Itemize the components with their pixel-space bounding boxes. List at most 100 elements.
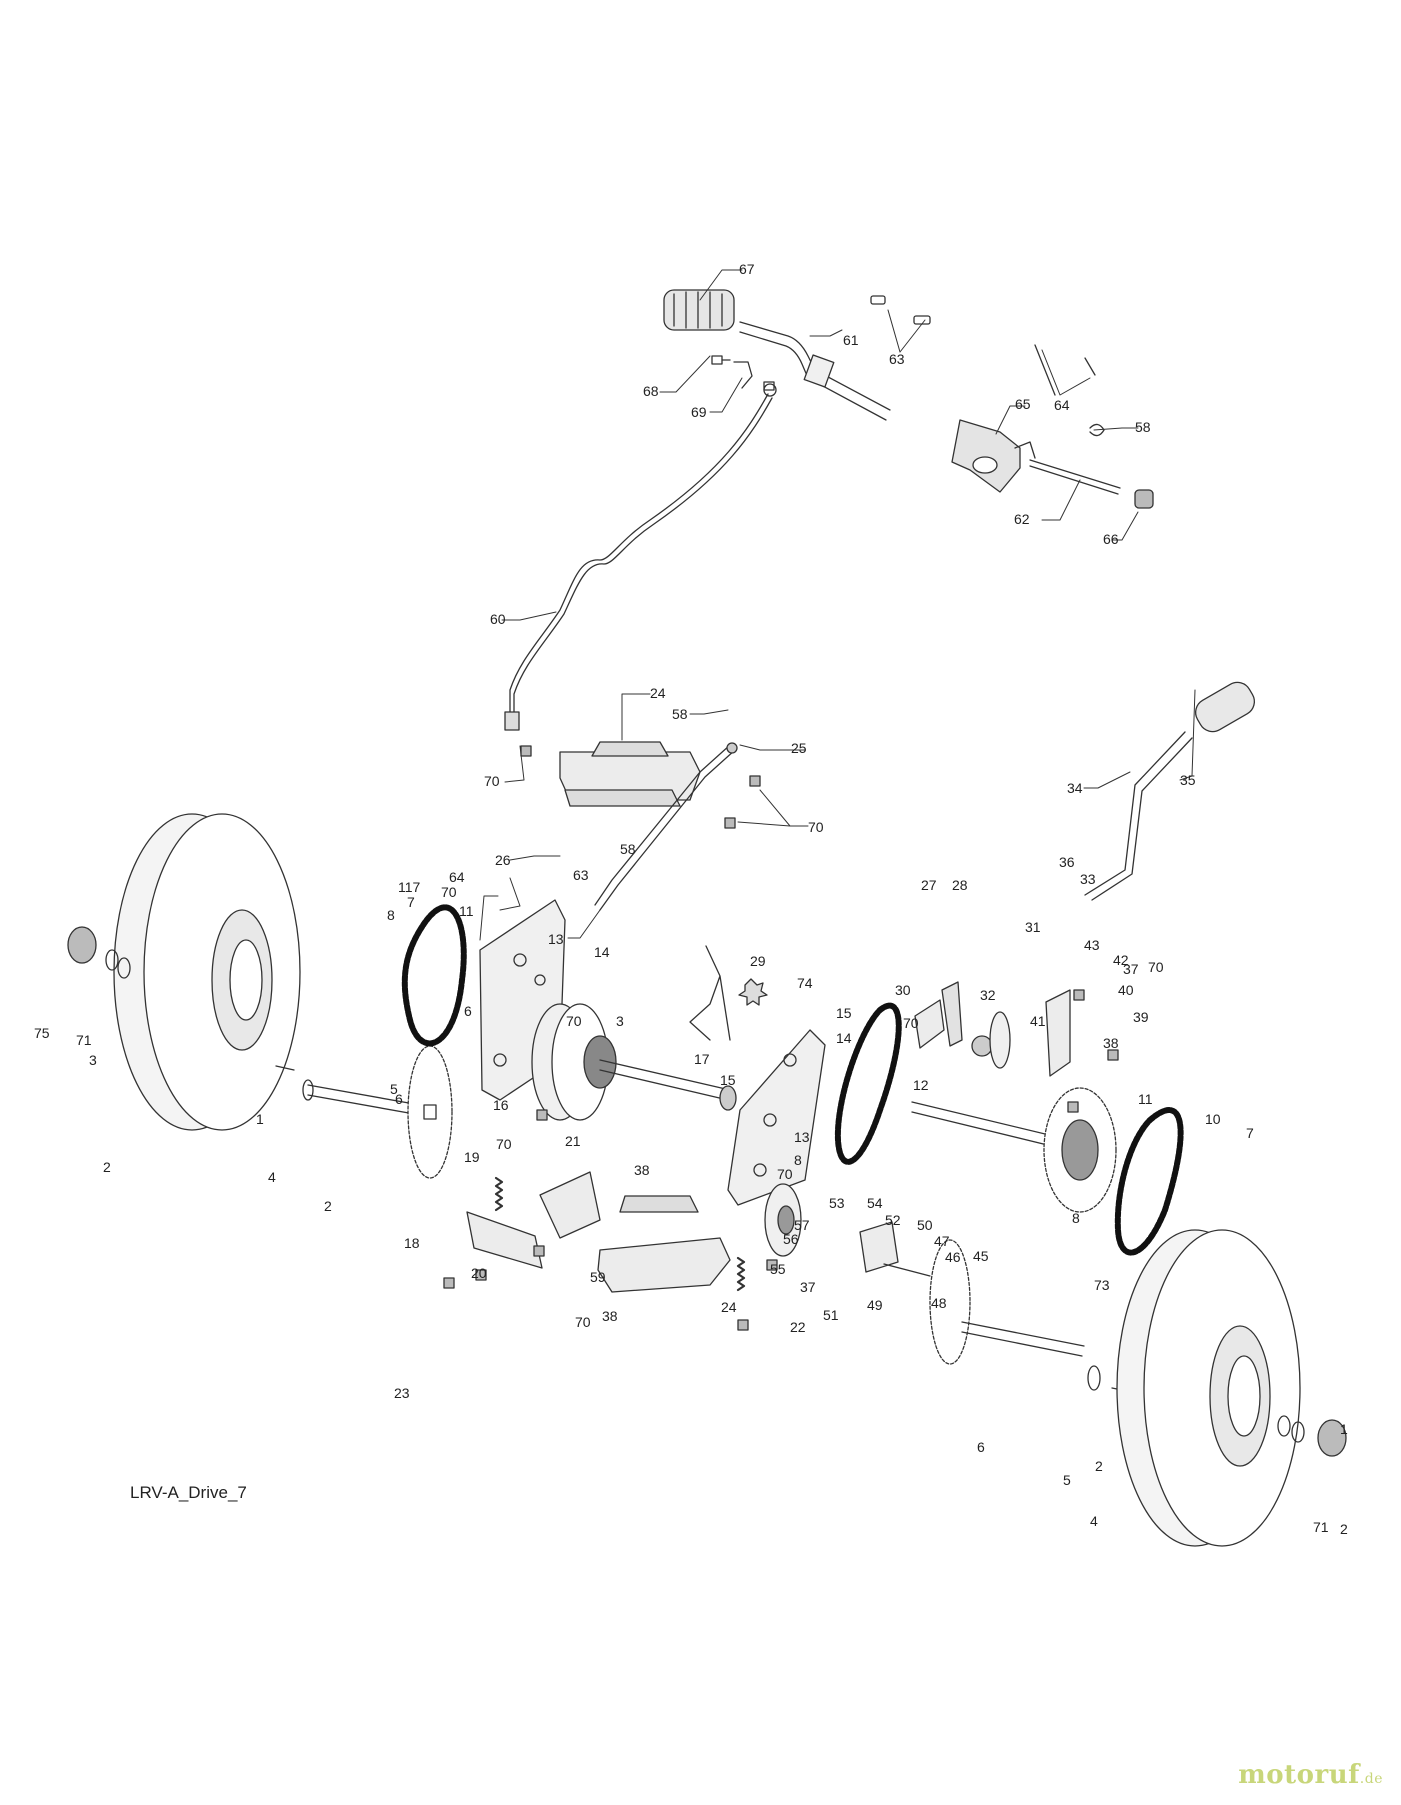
part-label: 20 [471, 1265, 487, 1281]
part-label: 32 [980, 987, 996, 1003]
part-label: 61 [843, 332, 859, 348]
part-label: 14 [594, 944, 610, 960]
part-label: 16 [493, 1097, 509, 1113]
part-label: 57 [794, 1217, 810, 1233]
part-label: 52 [885, 1212, 901, 1228]
part-label: 6 [464, 1003, 472, 1019]
right-sprocket [929, 1239, 971, 1365]
pins [870, 295, 931, 325]
part-label: 62 [1014, 511, 1030, 527]
part-label: 37 [800, 1279, 816, 1295]
part-label: 40 [1118, 982, 1134, 998]
part-label: 117 [398, 879, 421, 895]
control-rod [594, 744, 736, 911]
part-label: 46 [945, 1249, 961, 1265]
part-label: 70 [484, 773, 500, 789]
right-wheel [1116, 1229, 1301, 1547]
top-plate [559, 741, 701, 807]
part-label: 2 [324, 1198, 332, 1214]
right-hub-parts [1277, 1415, 1347, 1457]
part-label: 11 [1138, 1091, 1153, 1107]
link-plates [859, 1221, 931, 1277]
part-label: 22 [790, 1319, 806, 1335]
drive-shaft [599, 1059, 731, 1101]
part-label: 4 [268, 1169, 276, 1185]
part-label: 24 [721, 1299, 737, 1315]
part-label: 2 [1095, 1458, 1103, 1474]
part-label: 8 [1072, 1210, 1080, 1226]
part-label: 30 [895, 982, 911, 998]
part-label: 13 [794, 1129, 810, 1145]
part-label: 51 [823, 1307, 839, 1323]
left-hub-parts [67, 926, 131, 979]
part-label: 2 [103, 1159, 111, 1175]
middle-chain [834, 1002, 902, 1165]
part-label: 39 [1133, 1009, 1149, 1025]
part-label: 70 [441, 884, 457, 900]
left-axle [307, 1084, 421, 1116]
part-label: 56 [783, 1231, 799, 1247]
part-label: 33 [1080, 871, 1096, 887]
part-label: 2 [1340, 1521, 1348, 1537]
part-label: 23 [394, 1385, 410, 1401]
part-label: 50 [917, 1217, 933, 1233]
part-label: 43 [1084, 937, 1100, 953]
shift-handle [1084, 731, 1193, 901]
rear-bracket [951, 419, 1036, 493]
drawing-id: LRV-A_Drive_7 [130, 1483, 247, 1502]
part-label: 4 [1090, 1513, 1098, 1529]
part-label: 11 [459, 903, 474, 919]
part-label: 27 [921, 877, 937, 893]
part-label: 64 [1054, 397, 1070, 413]
part-label: 36 [1059, 854, 1075, 870]
part-label: 70 [496, 1136, 512, 1152]
left-wheel [113, 813, 301, 1131]
part-label: 29 [750, 953, 766, 969]
small-fasteners [443, 745, 1119, 1331]
differential [1043, 1087, 1117, 1213]
part-label: 69 [691, 404, 707, 420]
clutch-drum [531, 1003, 617, 1121]
part-label: 41 [1030, 1013, 1046, 1029]
part-label: 70 [777, 1166, 793, 1182]
part-label: 25 [791, 740, 807, 756]
bottom-plate [597, 1195, 731, 1293]
part-label: 70 [1148, 959, 1164, 975]
idler-pulley [764, 1183, 802, 1257]
part-label: 70 [808, 819, 824, 835]
part-label: 10 [1205, 1111, 1221, 1127]
part-label: 8 [387, 907, 395, 923]
part-label: 6 [395, 1091, 403, 1107]
part-label: 45 [973, 1248, 989, 1264]
part-label: 38 [602, 1308, 618, 1324]
part-label: 13 [548, 931, 564, 947]
part-label: 74 [797, 975, 813, 991]
fasteners [711, 355, 777, 397]
part-label: 3 [89, 1052, 97, 1068]
part-label: 75 [34, 1025, 50, 1041]
part-label: 3 [616, 1013, 624, 1029]
part-label: 42 [1113, 952, 1129, 968]
part-label: 65 [1015, 396, 1031, 412]
part-label: 73 [1094, 1277, 1110, 1293]
part-label: 7 [1246, 1125, 1254, 1141]
part-label: 54 [867, 1195, 883, 1211]
part-label: 21 [565, 1133, 581, 1149]
part-label: 37 [1123, 961, 1139, 977]
part-label: 70 [903, 1015, 919, 1031]
drive-cable [509, 393, 769, 713]
lower-bracket [466, 1211, 543, 1269]
part-label: 71 [76, 1032, 92, 1048]
part-label: 35 [1180, 772, 1196, 788]
part-label: 28 [952, 877, 968, 893]
part-label: 60 [490, 611, 506, 627]
pivot-rod [1029, 459, 1121, 495]
left-sprocket [407, 1045, 453, 1179]
part-label: 1 [1340, 1421, 1348, 1437]
part-label: 58 [672, 706, 688, 722]
right-shaft [911, 1101, 1071, 1151]
part-label: 48 [931, 1295, 947, 1311]
part-label: 6 [977, 1439, 985, 1455]
